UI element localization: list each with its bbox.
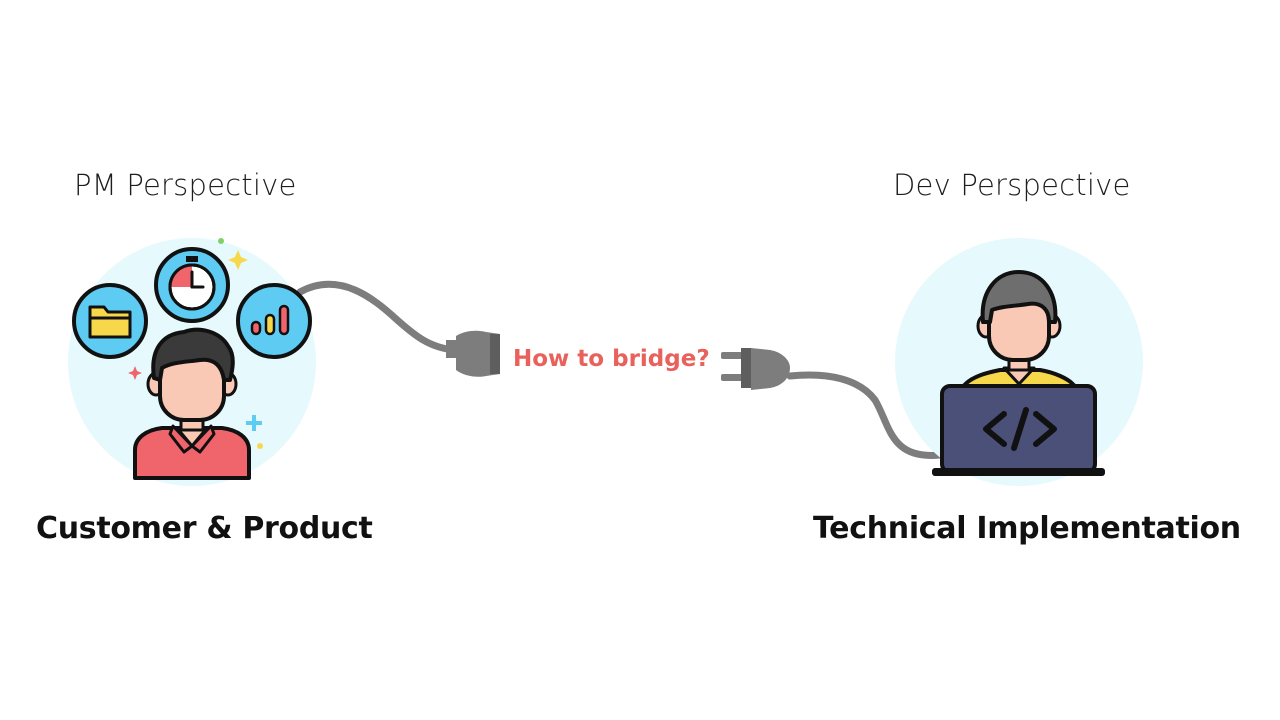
folder-icon — [72, 283, 148, 359]
code-icon — [983, 407, 1057, 451]
left-cable — [296, 280, 459, 354]
pm-illustration — [68, 238, 316, 486]
pm-avatar — [133, 327, 251, 480]
left-plug-icon — [446, 330, 500, 377]
dev-caption: Technical Implementation — [813, 511, 1241, 546]
sparkle-icon — [128, 238, 263, 449]
right-plug-icon — [721, 348, 790, 390]
right-cable — [786, 371, 944, 459]
pm-perspective-title: PM Perspective — [74, 168, 297, 202]
laptop-icon — [932, 384, 1105, 476]
bar-chart-icon — [236, 283, 312, 359]
pm-caption: Customer & Product — [36, 511, 373, 546]
dev-perspective-title: Dev Perspective — [893, 168, 1131, 202]
dev-illustration — [895, 238, 1143, 486]
bridge-question-label: How to bridge? — [513, 346, 710, 372]
clock-icon — [154, 247, 230, 323]
